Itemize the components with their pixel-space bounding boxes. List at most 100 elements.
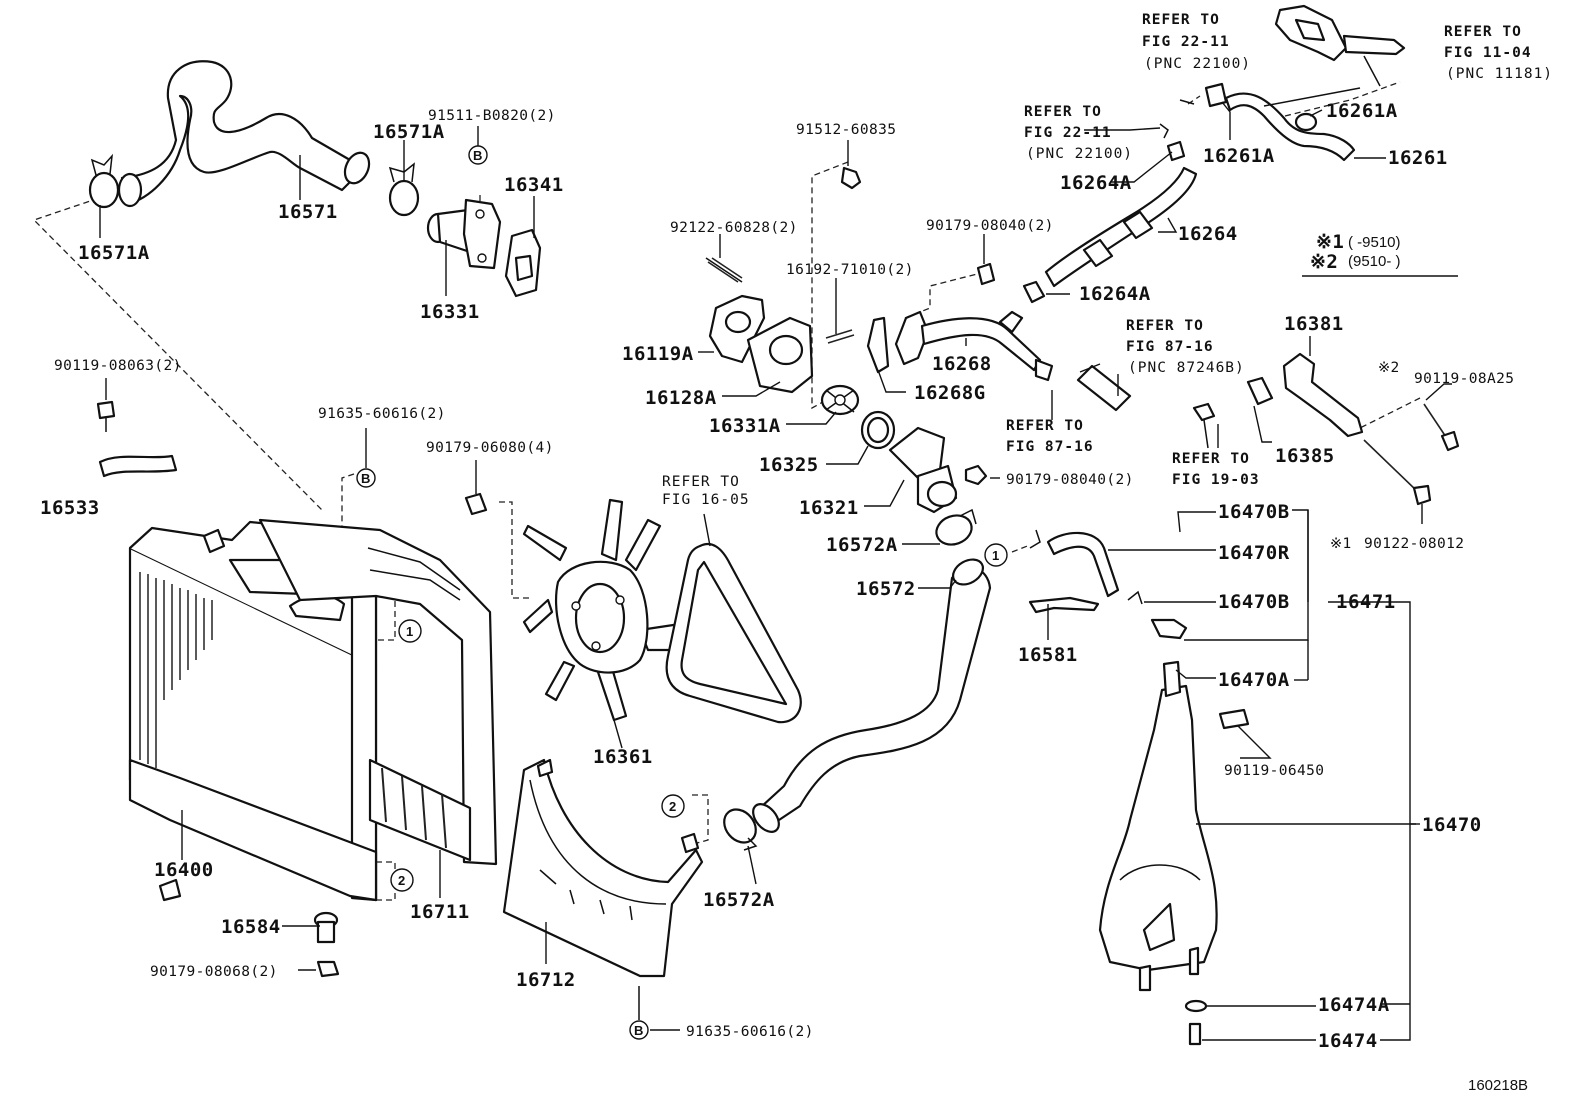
bypass-pipe-icon (866, 262, 1054, 382)
label-16470: 16470 (1422, 814, 1482, 836)
label-16584: 16584 (221, 916, 281, 938)
gasket-16341-icon (504, 228, 542, 298)
note-2-range: (9510- ) (1348, 253, 1401, 270)
bolt-b-bottom: B (629, 986, 649, 1040)
thermostat-icon (820, 384, 860, 416)
marker-1-tank: 1 (984, 543, 1008, 567)
label-90119-06450: 90119-06450 (1224, 763, 1324, 779)
hose-clamp-left-icon (88, 153, 120, 209)
label-16268G: 16268G (914, 382, 986, 404)
label-16470R: 16470R (1218, 542, 1290, 564)
label-16572A-bot: 16572A (703, 889, 775, 911)
label-16470B-mid: 16470B (1218, 591, 1290, 613)
fan-shroud-lower-icon (502, 758, 704, 978)
label-16321: 16321 (799, 497, 859, 519)
nut-90179-08068-icon (316, 960, 340, 978)
label-16264A-top: 16264A (1060, 172, 1132, 194)
label-16341: 16341 (504, 174, 564, 196)
diagram-code: 160218B (1468, 1077, 1528, 1094)
label-16572: 16572 (856, 578, 916, 600)
label-16533: 16533 (40, 497, 100, 519)
svg-text:REFER TO: REFER TO (1444, 24, 1522, 40)
label-91635-bot: 91635-60616(2) (686, 1024, 814, 1040)
ref-fig22-11-b: REFER TO FIG 22-11 (PNC 22100) (1024, 104, 1132, 162)
bolt-b-label-bottom: B (634, 1023, 643, 1038)
bolt-90119-08063-icon (96, 400, 116, 432)
ref-fig19-03: REFER TO FIG 19-03 (1172, 451, 1260, 488)
cushion-16584-icon (313, 911, 339, 944)
bolt-90179-06080-icon (464, 492, 488, 516)
ref-fig22-11-a: REFER TO FIG 22-11 (PNC 22100) (1142, 12, 1251, 72)
pipe-87246B-icon (1076, 364, 1132, 412)
mark-90122-08012: ※1 (1330, 536, 1352, 552)
lower-radiator-hose-icon (752, 558, 992, 833)
label-16128A: 16128A (645, 387, 717, 409)
mark-90119-08A25: ※2 (1378, 360, 1400, 376)
label-90179-08040-top: 90179-08040(2) (926, 218, 1054, 234)
ref-fig16-05: REFER TO FIG 16-05 (662, 474, 749, 508)
label-16192: 16192-71010(2) (786, 262, 914, 278)
svg-text:FIG 87-16: FIG 87-16 (1126, 339, 1214, 355)
stud-16192-icon (825, 329, 855, 344)
svg-text:REFER TO: REFER TO (662, 474, 740, 490)
leader-lines (99, 87, 1452, 1041)
bracket-16381-icon (1192, 352, 1460, 506)
marker-2-text: 2 (398, 873, 405, 888)
svg-text:FIG 11-04: FIG 11-04 (1444, 45, 1532, 61)
label-16712: 16712 (516, 969, 576, 991)
water-bypass-outlet-11181-icon (1274, 4, 1406, 87)
note-1-mark: ※1 (1316, 231, 1344, 253)
label-16331A: 16331A (709, 415, 781, 437)
label-16119A: 16119A (622, 343, 694, 365)
label-16268: 16268 (932, 353, 992, 375)
svg-text:REFER TO: REFER TO (1172, 451, 1250, 467)
marker-1-radiator: 1 (398, 619, 422, 643)
callout-labels: 16571A 16571 16571A 91511-B0820(2) 16341… (40, 100, 1514, 1052)
svg-text:REFER TO: REFER TO (1006, 418, 1084, 434)
bolt-90119-06450-icon (1218, 708, 1250, 730)
belt-icon (665, 542, 802, 724)
ref-fig87-16-b: REFER TO FIG 87-16 (1006, 418, 1093, 455)
label-92122: 92122-60828(2) (670, 220, 798, 236)
svg-text:FIG 19-03: FIG 19-03 (1172, 472, 1260, 488)
hose-clamp-16572A-bot-icon (723, 808, 758, 851)
label-90179-08068: 90179-08068(2) (150, 964, 278, 980)
upper-radiator-hose (117, 60, 371, 208)
svg-text:(PNC 87246B): (PNC 87246B) (1128, 360, 1245, 376)
label-16470B-top: 16470B (1218, 501, 1290, 523)
model-year-note: ※1 ( -9510) ※2 (9510- ) (1302, 231, 1458, 277)
bolt-b-label-mid: B (361, 471, 370, 486)
bolt-b-top: B (468, 145, 488, 165)
svg-text:REFER TO: REFER TO (1024, 104, 1102, 120)
nut-90179-mid-icon (964, 464, 988, 486)
label-16361: 16361 (593, 746, 653, 768)
label-91635-top: 91635-60616(2) (318, 406, 446, 422)
note-2-mark: ※2 (1310, 251, 1338, 273)
svg-text:FIG 22-11: FIG 22-11 (1142, 34, 1230, 50)
label-90179-08040-mid: 90179-08040(2) (1006, 472, 1134, 488)
tank-hose-16470R-icon (1028, 529, 1188, 640)
label-90119-08063: 90119-08063(2) (54, 358, 182, 374)
svg-text:REFER TO: REFER TO (1142, 12, 1220, 28)
marker-2-hose-text: 2 (669, 799, 676, 814)
reserve-tank-icon (1098, 660, 1218, 992)
svg-text:(PNC 22100): (PNC 22100) (1144, 56, 1251, 72)
label-16474: 16474 (1318, 1030, 1378, 1052)
label-16261: 16261 (1388, 147, 1448, 169)
refer-notes: REFER TO FIG 22-11 (PNC 22100) REFER TO … (662, 12, 1552, 508)
ref-fig87-16-a: REFER TO FIG 87-16 (PNC 87246B) (1126, 318, 1245, 376)
hose-16474-icon (1188, 1022, 1202, 1046)
marker-1-text: 1 (406, 624, 413, 639)
label-91512: 91512-60835 (796, 122, 896, 138)
label-16474A: 16474A (1318, 994, 1390, 1016)
fan-icon (522, 498, 684, 722)
clip-16533-icon (98, 454, 178, 478)
label-16571A-left: 16571A (78, 242, 150, 264)
marker-2-hose: 2 (661, 794, 685, 818)
ref-fig11-04: REFER TO FIG 11-04 (PNC 11181) (1444, 24, 1552, 82)
label-16470A: 16470A (1218, 669, 1290, 691)
label-16264: 16264 (1178, 223, 1238, 245)
heater-hose-16264-icon (1022, 123, 1198, 304)
